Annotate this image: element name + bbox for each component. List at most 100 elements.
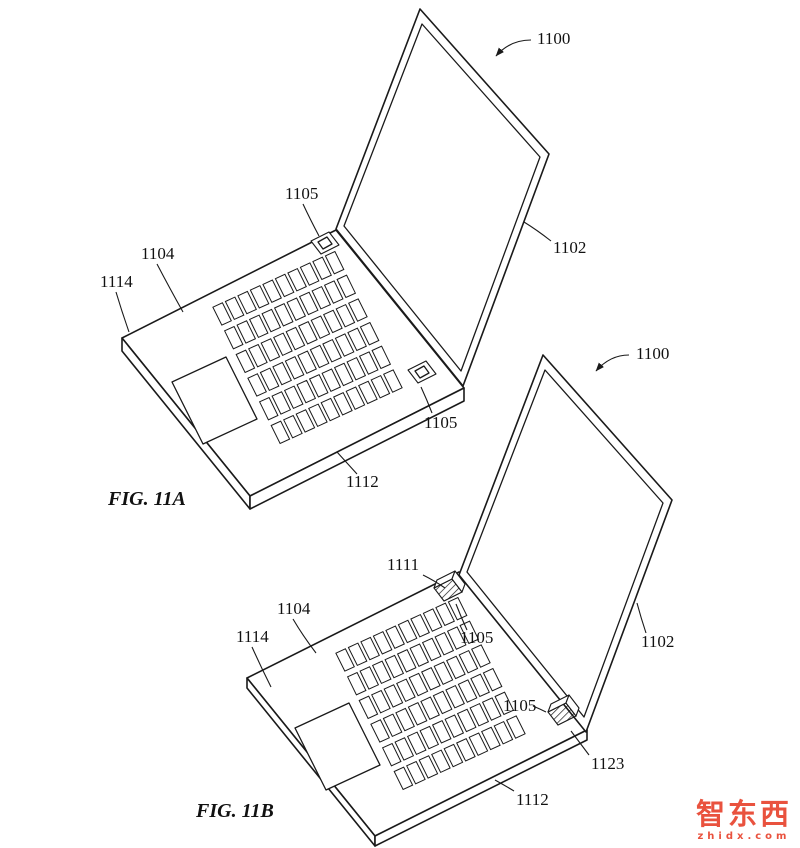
ref-label-1112: 1112 bbox=[346, 472, 379, 491]
keyboard-key bbox=[445, 684, 465, 709]
keyboard-key bbox=[348, 298, 368, 322]
keyboard-key bbox=[421, 637, 442, 662]
keyboard-key bbox=[360, 636, 380, 661]
keyboard-key bbox=[287, 267, 307, 292]
keyboard-key bbox=[370, 374, 391, 399]
laptop-11a-trackpad bbox=[171, 356, 258, 445]
keyboard-key bbox=[435, 602, 455, 627]
keyboard-key bbox=[248, 343, 268, 368]
keyboard-key bbox=[410, 613, 430, 638]
arrow-1100 bbox=[495, 39, 532, 57]
leader-1104 bbox=[292, 618, 317, 654]
keyboard-key bbox=[235, 349, 256, 374]
base-front-side bbox=[249, 387, 465, 510]
keyboard-key bbox=[346, 356, 367, 381]
keyboard-key bbox=[406, 731, 427, 756]
keyboard-key bbox=[396, 678, 416, 703]
keyboard-key bbox=[468, 732, 489, 756]
keyboard-key bbox=[298, 291, 319, 316]
keyboard-key bbox=[309, 344, 330, 369]
keyboard-key bbox=[312, 256, 332, 281]
keyboard-key bbox=[443, 743, 464, 768]
keyboard-key bbox=[261, 308, 282, 333]
keyboard-key bbox=[323, 280, 344, 304]
keyboard-key bbox=[469, 702, 490, 727]
keyboard-key bbox=[433, 661, 454, 685]
leader-1104 bbox=[156, 263, 184, 313]
screen-outer-bezel bbox=[335, 8, 550, 387]
keyboard-key bbox=[248, 314, 269, 339]
keyboard-key bbox=[273, 332, 293, 357]
keyboard-key bbox=[506, 715, 526, 739]
keyboard-key bbox=[459, 620, 480, 645]
keyboard-key bbox=[297, 350, 317, 374]
keyboard-key bbox=[273, 303, 294, 327]
keyboard-key bbox=[308, 403, 328, 428]
keyboard-key bbox=[432, 690, 453, 715]
keyboard-key bbox=[385, 625, 405, 649]
keyboard-key bbox=[431, 749, 451, 774]
keyboard-key bbox=[298, 321, 318, 345]
arrow-1100 bbox=[595, 354, 630, 372]
keyboard-key bbox=[323, 309, 343, 334]
keyboard-key bbox=[271, 391, 292, 415]
ref-label-1105-right: 1105 bbox=[503, 696, 536, 715]
leader-1105-right bbox=[532, 705, 547, 713]
ref-label-1105-top: 1105 bbox=[285, 184, 318, 203]
connector-top-outer bbox=[310, 231, 340, 255]
connector-top-side-face bbox=[451, 570, 466, 593]
laptop-11b-connectors bbox=[433, 570, 580, 726]
keyboard-key bbox=[284, 356, 305, 380]
keyboard-key bbox=[262, 279, 282, 303]
keyboard-key bbox=[223, 325, 244, 350]
ref-label-1100: 1100 bbox=[636, 344, 669, 363]
keyboard-key bbox=[394, 737, 415, 761]
connector-top-inner bbox=[317, 236, 333, 250]
leader-1114 bbox=[115, 291, 130, 333]
keyboard-key bbox=[333, 392, 353, 416]
keyboard-key bbox=[393, 766, 414, 791]
ref-label-1114: 1114 bbox=[236, 627, 269, 646]
keyboard-key bbox=[296, 379, 317, 404]
ref-label-1114: 1114 bbox=[100, 272, 133, 291]
keyboard-key bbox=[371, 345, 392, 370]
keyboard-key bbox=[335, 648, 355, 672]
keyboard-key bbox=[335, 303, 356, 328]
keyboard-key bbox=[384, 654, 405, 679]
ref-label-1112: 1112 bbox=[516, 790, 549, 809]
leader-1105-top bbox=[302, 203, 320, 237]
screen-inner-display bbox=[466, 369, 664, 718]
keyboard-key bbox=[470, 673, 490, 698]
keyboard-key bbox=[458, 649, 479, 674]
keyboard-key bbox=[434, 631, 455, 656]
keyboard-key bbox=[359, 666, 380, 690]
keyboard-key bbox=[334, 333, 355, 357]
keyboard-key bbox=[359, 321, 380, 346]
leader-1105-right bbox=[420, 386, 433, 414]
keyboard-key bbox=[224, 296, 245, 321]
keyboard-key bbox=[395, 707, 415, 732]
keyboard-key bbox=[308, 374, 329, 398]
ref-label-1102: 1102 bbox=[641, 632, 674, 651]
keyboard-key bbox=[285, 326, 306, 351]
keyboard-key bbox=[370, 719, 390, 743]
ref-label-1104: 1104 bbox=[141, 244, 175, 263]
keyboard-key bbox=[258, 396, 279, 421]
keyboard-key bbox=[336, 274, 357, 299]
ref-label-1105-right: 1105 bbox=[424, 413, 457, 432]
leader-1102 bbox=[636, 602, 647, 634]
watermark-subtitle: zhidx.com bbox=[697, 830, 791, 842]
ref-label-1105-top: 1105 bbox=[460, 628, 493, 647]
keyboard-key bbox=[270, 420, 291, 445]
connector-right-side-face bbox=[565, 694, 580, 717]
keyboard-key bbox=[444, 714, 465, 738]
figure-11b-labels: 1100 1111 1104 1114 1105 1102 1105 1123 … bbox=[195, 344, 674, 822]
leader-1111 bbox=[422, 574, 446, 589]
keyboard-key bbox=[286, 297, 307, 321]
keyboard-key bbox=[396, 649, 417, 673]
screen-inner-display bbox=[343, 23, 541, 372]
keyboard-key bbox=[409, 643, 430, 667]
keyboard-key bbox=[272, 361, 292, 386]
keyboard-key bbox=[347, 642, 368, 667]
keyboard-key bbox=[406, 760, 426, 785]
